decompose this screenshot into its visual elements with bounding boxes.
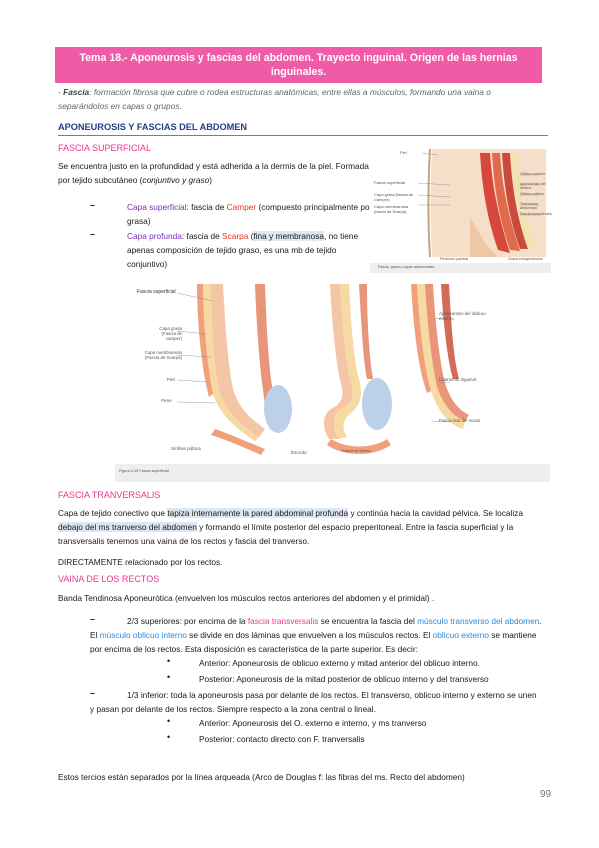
fig1-label-scarpa: Capa membranosa (fascia de Scarpa)	[374, 204, 409, 214]
title-line-2: inguinales.	[270, 66, 327, 78]
figure-abdominal-layers: Piel Fascia superficial Capa grasa (fasc…	[370, 145, 552, 273]
inf-bullet-anterior: Anterior: Aponeurosis del O. externo e i…	[199, 718, 427, 728]
sup-bullet-anterior: Anterior: Aponeurosis de oblicuo externo…	[199, 658, 480, 668]
fascia-transversalis-paragraph: Capa de tejido conectivo que tapiza inte…	[58, 506, 543, 548]
fig2-label-lig-inguinal: Ligamento inguinal	[439, 377, 476, 382]
fig1-label-apo: Aponeurosis del oblicuo	[520, 182, 546, 190]
fascia-superficial-paragraph: Se encuentra justo en la profundidad y e…	[58, 159, 378, 187]
sup-oblicuo-interno: músculo oblicuo interno	[99, 630, 187, 640]
ft-text-a: Capa de tejido conectivo que	[58, 508, 168, 518]
fig1-label-fascia-sup: Fascia superficial	[374, 180, 405, 185]
sup-c: se encuentra la fascia del	[318, 616, 418, 626]
bullet-marker: •	[167, 672, 171, 682]
fig1-label-oi: Oblicuo interno	[520, 192, 545, 196]
sup-oblicuo-externo: oblicuo externo	[432, 630, 489, 640]
fig2-label-capa-grasa: Capa grasa (Fascia de camper)	[159, 326, 182, 341]
ft-highlight-tapiza: tapiza internamente la pared abdominal p…	[167, 508, 349, 518]
heading-vaina-rectos: VAINA DE LOS RECTOS	[58, 574, 160, 584]
fs-p1-b: Formada por tejido subcutáneo (	[58, 161, 369, 185]
fig2-label-piel: Piel	[167, 377, 175, 382]
ft-highlight-debajo: debajo del ms tranverso del abdomen	[58, 522, 197, 532]
bullet-marker: •	[167, 732, 171, 742]
page-number: 99	[540, 789, 552, 800]
ft-text-c: y continúa hacia la cavidad pélvica. Se …	[348, 508, 523, 518]
fig2-label-dartos: Fascia de Dartos	[342, 449, 371, 453]
dash-marker: –	[90, 200, 96, 210]
fs-p1-a: Se encuentra justo en la profundidad y e…	[58, 161, 334, 171]
dash-marker: –	[90, 229, 96, 239]
sup-g: se divide en dos láminas que envuelven a…	[186, 630, 433, 640]
heading-fascia-superficial: FASCIA SUPERFICIAL	[58, 143, 152, 153]
capa-superficial-sep: : fascia de	[186, 202, 227, 212]
dash-marker: –	[90, 614, 96, 624]
bullet-marker: •	[167, 716, 171, 726]
fascia-superficial-illustration	[115, 279, 550, 482]
fig1-label-peritoneo: Peritoneo parietal	[440, 257, 469, 261]
fig2-label-escroto: Escroto	[291, 450, 307, 455]
vaina-inferior: 1/3 inferior: toda la aponeurosis pasa p…	[90, 690, 537, 714]
capa-profunda-sep: : fascia de	[181, 231, 223, 241]
capa-superficial-desc: (compuesto principalmente por grasa)	[127, 202, 373, 226]
bullet-marker: •	[167, 656, 171, 666]
capa-profunda-term: Capa profunda	[127, 231, 182, 241]
capa-profunda-desc: , no tiene apenas composición de tejido …	[127, 231, 359, 269]
vaina-superiores: 2/3 superiores: por encima de la fascia …	[90, 614, 545, 656]
sup-e: . El	[90, 616, 542, 640]
fig2-label-sinfisis: Sínfisis púbica	[171, 446, 201, 451]
fig2-label-fascia-superficial: Fascia superficial	[137, 289, 176, 295]
fig2-label-pene: Pene	[161, 398, 172, 403]
capa-superficial-term: Capa superficial	[127, 202, 187, 212]
intro-term: Fascia	[63, 87, 90, 97]
capa-superficial-item: Capa superficial: fascia de Camper (comp…	[127, 200, 377, 228]
ft-directamente: DIRECTAMENTE relacionado por los rectos.	[58, 557, 223, 567]
sup-a: 2/3 superiores: por encima de la	[127, 616, 248, 626]
fig2-label-aponeurosis-oe: Aponeurosis del oblicuo externo	[439, 311, 486, 321]
section-heading-main: APONEUROSIS Y FASCIAS DEL ABDOMEN	[58, 122, 248, 132]
capa-profunda-paren: (	[248, 231, 254, 241]
fig1-label-camper: Capa grasa (fascia de Camper)	[374, 192, 414, 202]
intro-definition: - Fascia: formación fibrosa que cubre o …	[58, 87, 491, 111]
fig1-label-oe: Oblicuo externo	[520, 172, 546, 176]
sup-fascia-transversalis: fascia transversalis	[247, 616, 319, 626]
intro-text: : formación fibrosa que cubre o rodea es…	[58, 87, 491, 111]
sup-i: se mantiene por encima de los rectos. Es…	[90, 630, 537, 654]
document-title: Tema 18.- Aponeurosis y fascias del abdo…	[55, 47, 542, 83]
camper-term: Camper	[226, 202, 257, 212]
fig2-label-fascia-lata: Fascia lata del muslo	[439, 418, 481, 423]
scarpa-term: Scarpa	[222, 231, 249, 241]
dash-marker: –	[90, 688, 96, 698]
heading-rule	[58, 135, 548, 136]
fig1-label-ta: Transverso abdominal	[520, 202, 538, 210]
sup-bullet-posterior: Posterior: Aponeurosis de la mitad poste…	[199, 674, 489, 684]
figure-fascia-superficial: Fascia superficial Capa grasa (Fascia de…	[115, 279, 550, 482]
title-line-1: Tema 18.- Aponeurosis y fascias del abdo…	[79, 52, 518, 64]
fig1-caption: Fascia, grasa y capas abdominales	[378, 265, 435, 269]
inf-bullet-posterior: Posterior: contacto directo con F. tranv…	[199, 734, 365, 744]
heading-fascia-transversalis: FASCIA TRANVERSALIS	[58, 490, 161, 500]
fig2-caption: Figura 4.15 Fascia superficial	[119, 469, 169, 473]
fig1-label-ft: Fascia transversalis	[520, 212, 552, 216]
capa-profunda-item: Capa profunda: fascia de Scarpa (fina y …	[127, 229, 377, 271]
fig1-label-grasa: Grasa extraperitoneal	[508, 257, 543, 261]
sup-musculo-transverso: músculo transverso del abdomen	[417, 616, 540, 626]
abdominal-layers-illustration	[370, 145, 551, 273]
vaina-intro: Banda Tendinosa Aponeurótica (envuelven …	[58, 593, 435, 603]
fs-p1-d: )	[209, 175, 213, 185]
ft-text-e: y formando el límite posterior del espac…	[58, 522, 514, 546]
fs-p1-c: conjuntivo y graso	[142, 175, 210, 185]
vaina-footer: Estos tercios están separados por la lín…	[58, 772, 465, 782]
fig1-label-piel: Piel	[400, 150, 407, 155]
fig2-label-capa-membranosa: Capa membranosa (Fascia de Scarpa)	[144, 350, 182, 360]
fina-membranosa-highlight: fina y membranosa	[253, 231, 324, 241]
